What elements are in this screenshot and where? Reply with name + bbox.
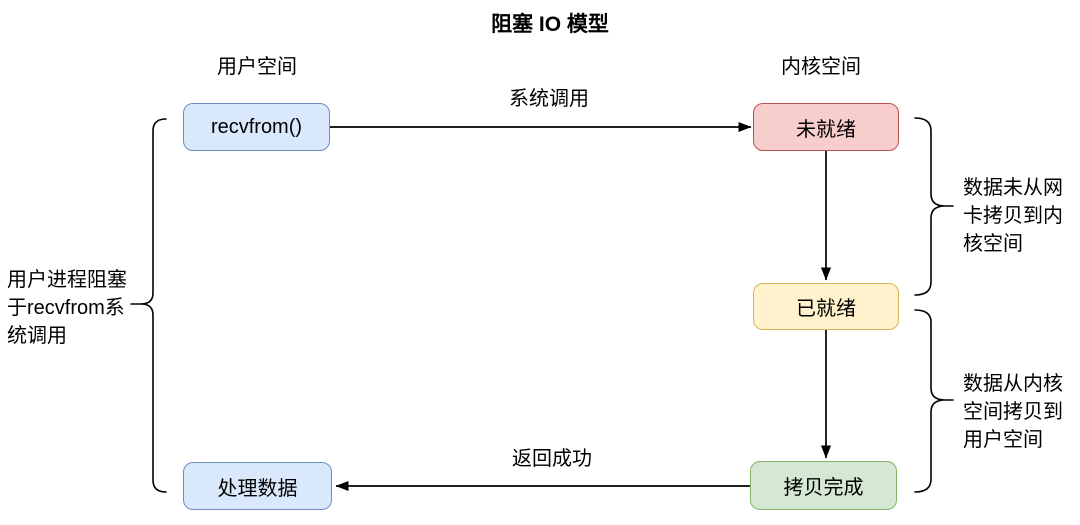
annotation-user-process-blocked: 用户进程阻塞 于recvfrom系 统调用 (7, 269, 127, 347)
edge-label-system-call: 系统调用 (509, 88, 589, 110)
edge-label-return-success: 返回成功 (512, 448, 592, 470)
node-recvfrom: recvfrom() (183, 103, 330, 151)
annotation-data-copied-to-user: 数据从内核 空间拷贝到 用户空间 (963, 373, 1063, 451)
node-process-data-label: 处理数据 (217, 477, 298, 500)
lane-label-user-space: 用户空间 (217, 56, 297, 78)
right-brace-bottom (914, 309, 954, 493)
node-not-ready: 未就绪 (753, 103, 899, 151)
node-recvfrom-label: recvfrom() (210, 115, 303, 138)
node-ready: 已就绪 (753, 283, 899, 330)
diagram-title: 阻塞 IO 模型 (491, 13, 609, 36)
lane-label-kernel-space: 内核空间 (781, 56, 861, 78)
node-copy-done-label: 拷贝完成 (783, 477, 864, 499)
node-ready-label: 已就绪 (796, 298, 856, 320)
right-brace-top (914, 117, 954, 296)
node-copy-done: 拷贝完成 (750, 461, 897, 510)
annotation-data-not-copied-to-kernel: 数据未从网 卡拷贝到内 核空间 (963, 177, 1063, 255)
node-not-ready-label: 未就绪 (796, 118, 856, 141)
node-process-data: 处理数据 (183, 462, 332, 510)
